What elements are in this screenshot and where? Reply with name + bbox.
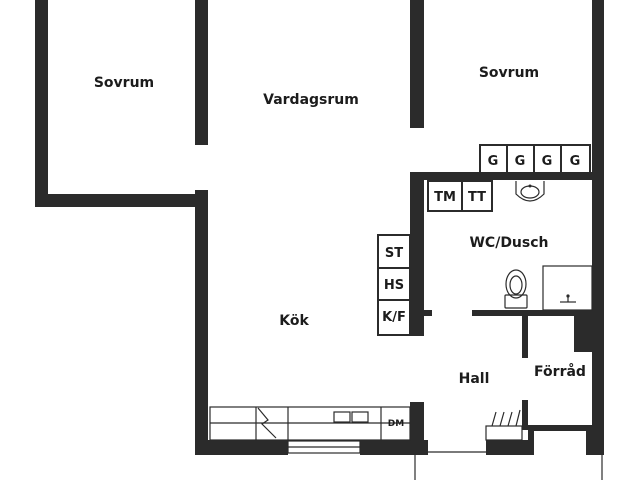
- room-label-bathroom: WC/Dusch: [469, 235, 548, 251]
- wall-storage-block: [574, 316, 596, 352]
- wall-bedroom-living: [195, 0, 208, 145]
- kitchen-counter: DM: [209, 406, 411, 441]
- kitchen-appliances: ST HS K/F: [377, 234, 411, 336]
- laundry-outline: [427, 180, 493, 212]
- wall-bath-bottom: [472, 310, 604, 316]
- wall-storage-bottom: [528, 425, 592, 431]
- dishwasher-label: DM: [388, 419, 404, 429]
- wardrobe: G G G G: [479, 144, 591, 176]
- stove-label: ST: [385, 246, 403, 261]
- appliance-column: [377, 234, 411, 336]
- shoe-rack-icon: [485, 409, 523, 441]
- laundry: TM TT: [427, 180, 493, 212]
- wall-bath-stub: [424, 310, 432, 316]
- zigzag-icon: [257, 407, 277, 439]
- wall-kitchen-left: [195, 190, 208, 455]
- room-label-hall: Hall: [459, 371, 490, 387]
- wall-storage-left: [522, 316, 528, 358]
- windows: [287, 440, 603, 480]
- washer-label: TM: [434, 190, 456, 205]
- fridge-freezer-label: K/F: [382, 310, 406, 325]
- kitchen-sink-basin-1: [333, 411, 351, 423]
- wall-hall-left: [410, 402, 424, 455]
- wardrobe-label-1: G: [488, 154, 499, 169]
- sink-icon: [515, 181, 545, 202]
- wall-bath-kitchen: [410, 172, 424, 336]
- wall-left-bedroom-bottom: [35, 194, 195, 207]
- room-label-storage: Förråd: [534, 363, 586, 380]
- room-labels: Sovrum Vardagsrum Sovrum Kök WC/Dusch Ha…: [94, 65, 586, 387]
- wall-kitchen-bottom: [195, 440, 288, 455]
- wall-storage-bottom-left: [528, 425, 534, 455]
- wardrobe-label-2: G: [515, 154, 526, 169]
- kitchen-sink-basin-2: [351, 411, 369, 423]
- wall-hall-bottom: [486, 440, 528, 455]
- wall-living-bedroom: [410, 0, 424, 128]
- wardrobe-label-4: G: [570, 154, 581, 169]
- wall-storage-left-lower: [522, 400, 528, 430]
- shower-icon: [542, 265, 593, 311]
- toilet-icon: [504, 269, 528, 309]
- cabinet-label: HS: [384, 278, 404, 293]
- wall-left-bedroom: [35, 0, 48, 207]
- wardrobe-label-3: G: [542, 154, 553, 169]
- room-label-bedroom-right: Sovrum: [479, 65, 539, 81]
- dryer-label: TT: [468, 190, 486, 205]
- wall-storage-bottom-right: [586, 425, 594, 455]
- room-label-kitchen: Kök: [279, 313, 309, 329]
- room-label-living-room: Vardagsrum: [263, 92, 359, 108]
- walls: [35, 0, 604, 455]
- room-label-bedroom-left: Sovrum: [94, 75, 154, 91]
- wall-right-outer: [592, 0, 604, 455]
